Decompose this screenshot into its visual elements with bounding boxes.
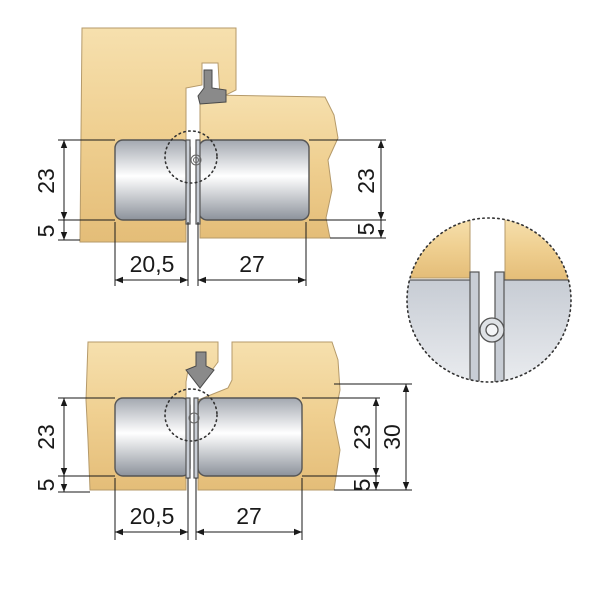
detail-circle-border: [406, 217, 572, 383]
dim-right-upper-top: 23: [353, 168, 379, 194]
hinge-cylinder-right-bottom: [197, 397, 303, 477]
bearing-ring-inner-top: [193, 157, 199, 163]
dim-width-right-bottom: 27: [236, 503, 262, 529]
detail-marker-circle-top: [164, 130, 218, 184]
dim-width-left-top: 20,5: [130, 251, 175, 277]
detail-magnified-view: [406, 217, 572, 383]
dim-width-left-bottom: 20,5: [130, 503, 175, 529]
detail-marker-circle-bottom: [164, 388, 218, 442]
dim-left-lower-bottom: 5: [33, 479, 59, 492]
hinge-cylinder-left-bottom: [114, 397, 191, 477]
top-assembly: 23 5 23 5 20,5 27: [33, 27, 386, 286]
dim-left-lower-top: 5: [33, 225, 59, 238]
dim-right-lower-bottom: 5: [349, 479, 375, 492]
hinge-cylinder-right-top: [198, 139, 310, 221]
bearing-ring-top: [190, 154, 202, 166]
hinge-plate-right-bottom: [193, 397, 199, 479]
dim-right-total-bottom: 30: [379, 424, 405, 450]
dim-width-right-top: 27: [239, 251, 265, 277]
hinge-plate-left-bottom: [185, 397, 191, 479]
dim-left-upper-bottom: 23: [33, 424, 59, 450]
seal-top: [197, 69, 227, 105]
bearing-ring-bottom: [188, 412, 200, 424]
dim-right-lower-top: 5: [353, 223, 379, 236]
dim-left-upper-top: 23: [33, 168, 59, 194]
hinge-cylinder-left-top: [114, 139, 191, 221]
dim-right-upper-bottom: 23: [349, 424, 375, 450]
detail-plate-left: [469, 271, 480, 382]
seal-bottom: [185, 351, 215, 389]
bottom-assembly: 23 5 23 5 30 20,5 27: [33, 341, 412, 540]
